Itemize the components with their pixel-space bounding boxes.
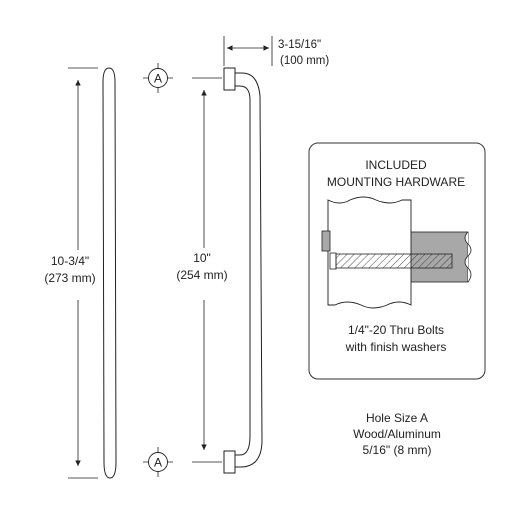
center-to-center-dimension: 10" (254 mm) [176, 77, 228, 463]
projection-dimension: 3-15/16" (100 mm) [223, 36, 329, 67]
hole-marker-bottom: A [143, 447, 173, 477]
mounting-hardware-panel: INCLUDED MOUNTING HARDWARE 1/4"-20 Thru … [308, 142, 486, 380]
hole-size-line3: 5/16" (8 mm) [363, 443, 432, 457]
handle-front-view [102, 67, 117, 479]
bolt-cross-section [321, 196, 472, 309]
hole-size-line2: Wood/Aluminum [353, 427, 441, 441]
overall-length-metric: (273 mm) [44, 271, 95, 285]
hole-size-note: Hole Size A Wood/Aluminum 5/16" (8 mm) [353, 411, 441, 457]
panel-title-line2: MOUNTING HARDWARE [327, 175, 465, 189]
hole-marker-label: A [154, 72, 162, 86]
center-to-center-metric: (254 mm) [176, 268, 227, 282]
hole-size-line1: Hole Size A [366, 411, 428, 425]
projection-metric: (100 mm) [280, 55, 329, 67]
hole-marker-top: A [143, 63, 173, 93]
projection-imperial: 3-15/16" [278, 39, 321, 51]
hole-marker-label: A [154, 456, 162, 470]
overall-length-dimension: 10-3/4" (273 mm) [44, 67, 98, 479]
handle-side-view [223, 67, 263, 474]
panel-caption-line1: 1/4"-20 Thru Bolts [348, 323, 444, 337]
panel-caption-line2: with finish washers [345, 340, 447, 354]
overall-length-imperial: 10-3/4" [51, 254, 89, 268]
center-to-center-imperial: 10" [193, 251, 211, 265]
panel-title-line1: INCLUDED [365, 158, 427, 172]
